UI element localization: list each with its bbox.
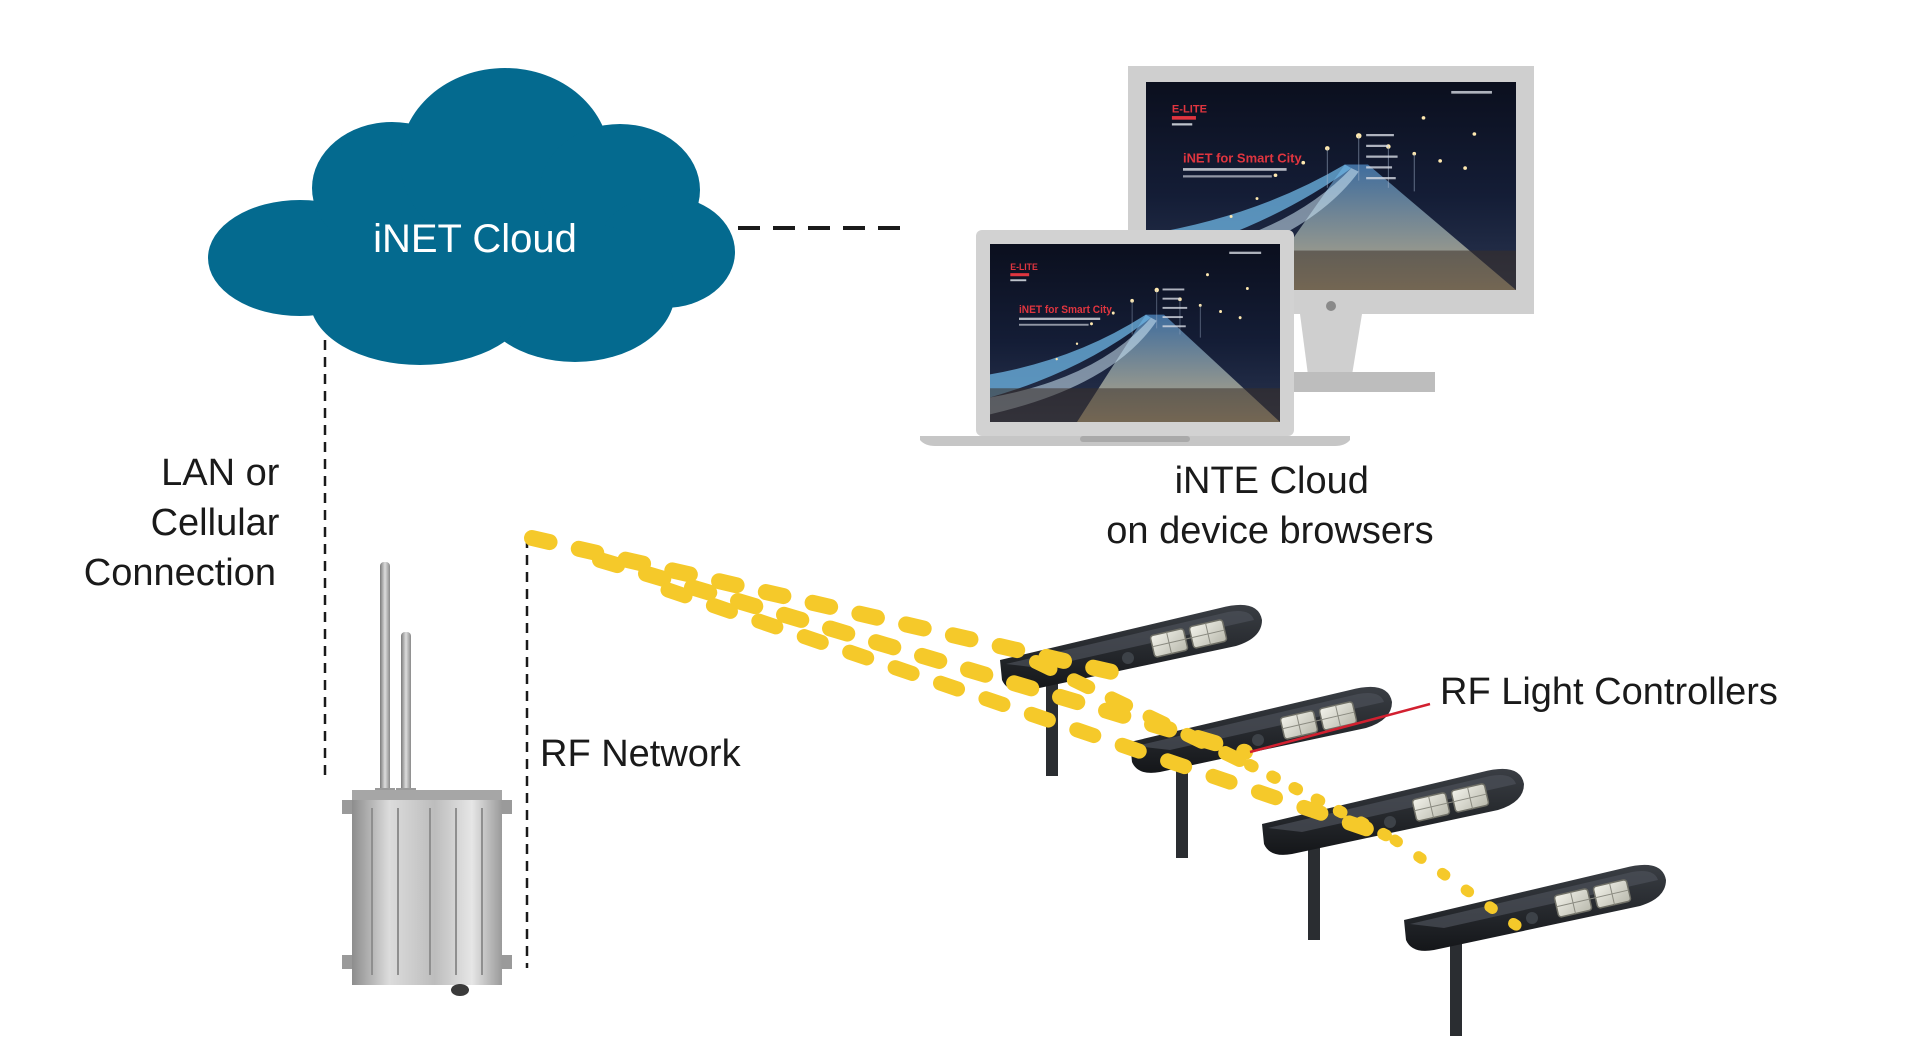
controllers-leader-line: [1249, 702, 1431, 754]
rf-signal-waves: [524, 530, 1536, 941]
connection-label: LAN or Cellular Connection: [84, 452, 290, 594]
monitor-screen-headline: iNET for Smart City: [1183, 151, 1303, 166]
rf-signal-path-1: [524, 530, 1133, 683]
cloud-label: iNET Cloud: [373, 217, 577, 261]
connection-label-line-2: Cellular: [151, 502, 280, 544]
monitor-screen-brand: E-LITE: [1172, 104, 1207, 116]
rf-network-label: RF Network: [540, 733, 742, 775]
controllers-label: RF Light Controllers: [1440, 671, 1778, 713]
rf-signal-path-5: [1244, 759, 1401, 846]
laptop-icon: E-LITE iNET for Smart City: [920, 230, 1350, 446]
rf-signal-path-4: [1029, 655, 1257, 772]
laptop-screen-brand: E-LITE: [1010, 262, 1038, 272]
gateway-icon: [342, 562, 512, 996]
rf-signal-path-3: [660, 582, 1378, 838]
rf-signal-path-6: [1389, 834, 1536, 941]
street-light-icon: [1403, 864, 1667, 1037]
browsers-label: iNTE Cloud on device browsers: [1106, 460, 1433, 552]
rf-signal-path-2: [592, 552, 1253, 760]
browsers-label-line-1: iNTE Cloud: [1175, 460, 1369, 502]
connection-label-line-1: LAN or: [161, 452, 280, 494]
browsers-label-line-2: on device browsers: [1106, 510, 1433, 552]
laptop-screen-headline: iNET for Smart City: [1019, 305, 1112, 316]
inet-cloud: [208, 68, 735, 365]
connection-label-line-3: Connection: [84, 552, 276, 594]
